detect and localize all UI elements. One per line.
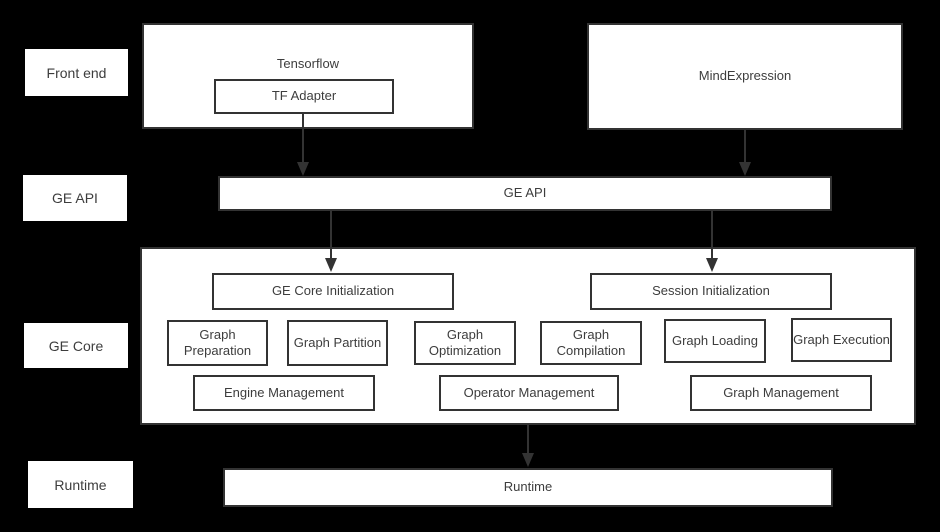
runtime-bar: Runtime — [223, 468, 833, 507]
tf-adapter-label: TF Adapter — [271, 88, 337, 104]
side-label-ge-api-text: GE API — [52, 190, 98, 206]
session-initialization-label: Session Initialization — [652, 283, 770, 299]
graph-partition-box: Graph Partition — [287, 320, 388, 366]
arrow-mindexpression-to-ge-api — [739, 130, 751, 176]
side-label-ge-core: GE Core — [24, 323, 128, 368]
graph-partition-label: Graph Partition — [293, 334, 382, 350]
graph-execution-box: Graph Execution — [791, 318, 892, 362]
operator-management-box: Operator Management — [439, 375, 619, 411]
graph-compilation-label: Graph Compilation — [556, 326, 626, 358]
graph-preparation-label: Graph Preparation — [183, 326, 252, 358]
tf-adapter-box: TF Adapter — [214, 79, 394, 114]
engine-management-label: Engine Management — [224, 384, 344, 400]
graph-compilation-box: Graph Compilation — [540, 321, 642, 365]
ge-api-bar: GE API — [218, 176, 832, 211]
graph-preparation-box: Graph Preparation — [167, 320, 268, 366]
graph-management-box: Graph Management — [690, 375, 872, 411]
mindexpression-box: MindExpression — [587, 23, 903, 130]
graph-execution-label: Graph Execution — [793, 331, 890, 347]
mindexpression-label: MindExpression — [698, 68, 792, 84]
ge-core-box: GE Core Initialization Session Initializ… — [140, 247, 916, 425]
engine-management-box: Engine Management — [193, 375, 375, 411]
runtime-bar-label: Runtime — [503, 479, 553, 495]
graph-optimization-label: Graph Optimization — [428, 326, 502, 358]
side-label-front-end-text: Front end — [46, 64, 107, 81]
side-label-ge-core-text: GE Core — [48, 337, 104, 354]
ge-core-initialization-label: GE Core Initialization — [271, 283, 395, 299]
side-label-runtime: Runtime — [28, 461, 133, 508]
graph-optimization-box: Graph Optimization — [414, 321, 516, 365]
graph-loading-label: Graph Loading — [671, 332, 758, 348]
graph-management-label: Graph Management — [723, 384, 839, 400]
side-label-runtime-text: Runtime — [54, 476, 107, 493]
side-label-front-end: Front end — [25, 49, 128, 96]
ge-api-bar-label: GE API — [503, 185, 547, 201]
tensorflow-title: Tensorflow — [276, 56, 340, 71]
arrow-ge-core-to-runtime — [522, 425, 534, 467]
operator-management-label: Operator Management — [463, 384, 595, 400]
graph-loading-box: Graph Loading — [664, 319, 766, 363]
ge-core-initialization-box: GE Core Initialization — [212, 273, 454, 310]
side-label-ge-api: GE API — [23, 175, 127, 221]
session-initialization-box: Session Initialization — [590, 273, 832, 310]
tensorflow-box: Tensorflow TF Adapter — [142, 23, 474, 129]
